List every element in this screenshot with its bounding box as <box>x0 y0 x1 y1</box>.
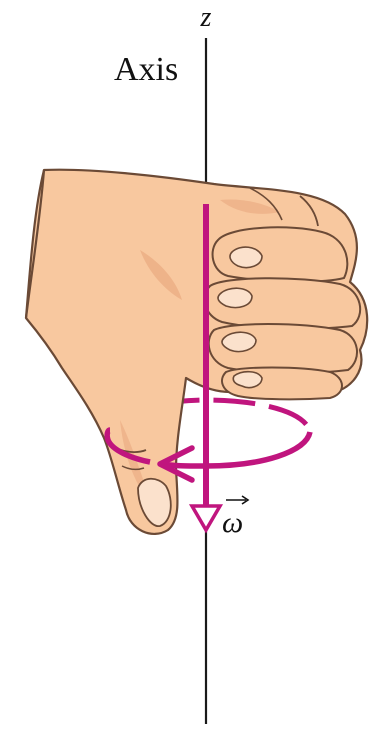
thumbs-down-hand-icon <box>26 170 367 534</box>
axis-label: Axis <box>114 51 178 88</box>
omega-label: ω <box>222 506 243 539</box>
z-axis-label: z <box>200 2 212 33</box>
omega-vector-label: ω <box>222 496 248 539</box>
